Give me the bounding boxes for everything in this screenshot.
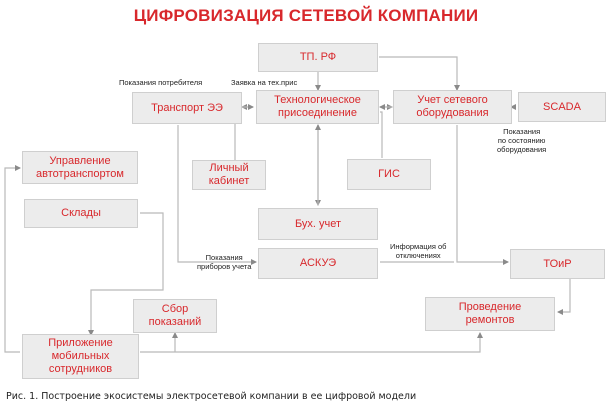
node-sklady: Склады: [24, 199, 138, 228]
node-upravlenie-avtotransportom: Управление автотранспортом: [22, 151, 138, 184]
node-toir: ТОиР: [510, 249, 605, 279]
label-po-sostoyaniyu: Показания по состоянию оборудования: [497, 127, 547, 154]
node-gis: ГИС: [347, 159, 431, 190]
node-uchet-oborudovaniya: Учет сетевого оборудования: [393, 90, 512, 124]
node-transport-ee: Транспорт ЭЭ: [132, 92, 242, 124]
node-scada: SCADA: [518, 92, 606, 122]
figure-caption: Рис. 1. Построение экосистемы электросет…: [6, 391, 417, 402]
node-lichny-kabinet: Личный кабинет: [192, 160, 266, 190]
label-informacia-ob-otklyucheniyakh: Информация об отключениях: [390, 242, 447, 260]
node-tp-rf: ТП. РФ: [258, 43, 378, 72]
node-prilozhenie-mobilnykh: Приложение мобильных сотрудников: [22, 334, 139, 379]
node-provedenie-remontov: Проведение ремонтов: [425, 297, 555, 331]
label-zayavka: Заявка на тех.прис: [231, 78, 298, 87]
node-tech-prisoedinenie: Технологическое присоединение: [256, 90, 379, 124]
node-buh-uchet: Бух. учет: [258, 208, 378, 240]
node-askue: АСКУЭ: [258, 248, 378, 279]
label-pokazania-potrebitelya: Показания потребителя: [119, 78, 203, 87]
node-sbor-pokazaniy: Сбор показаний: [133, 299, 217, 333]
label-pokazania-priborov: Показания приборов учета: [197, 253, 252, 271]
diagram-title: ЦИФРОВИЗАЦИЯ СЕТЕВОЙ КОМПАНИИ: [133, 6, 479, 25]
